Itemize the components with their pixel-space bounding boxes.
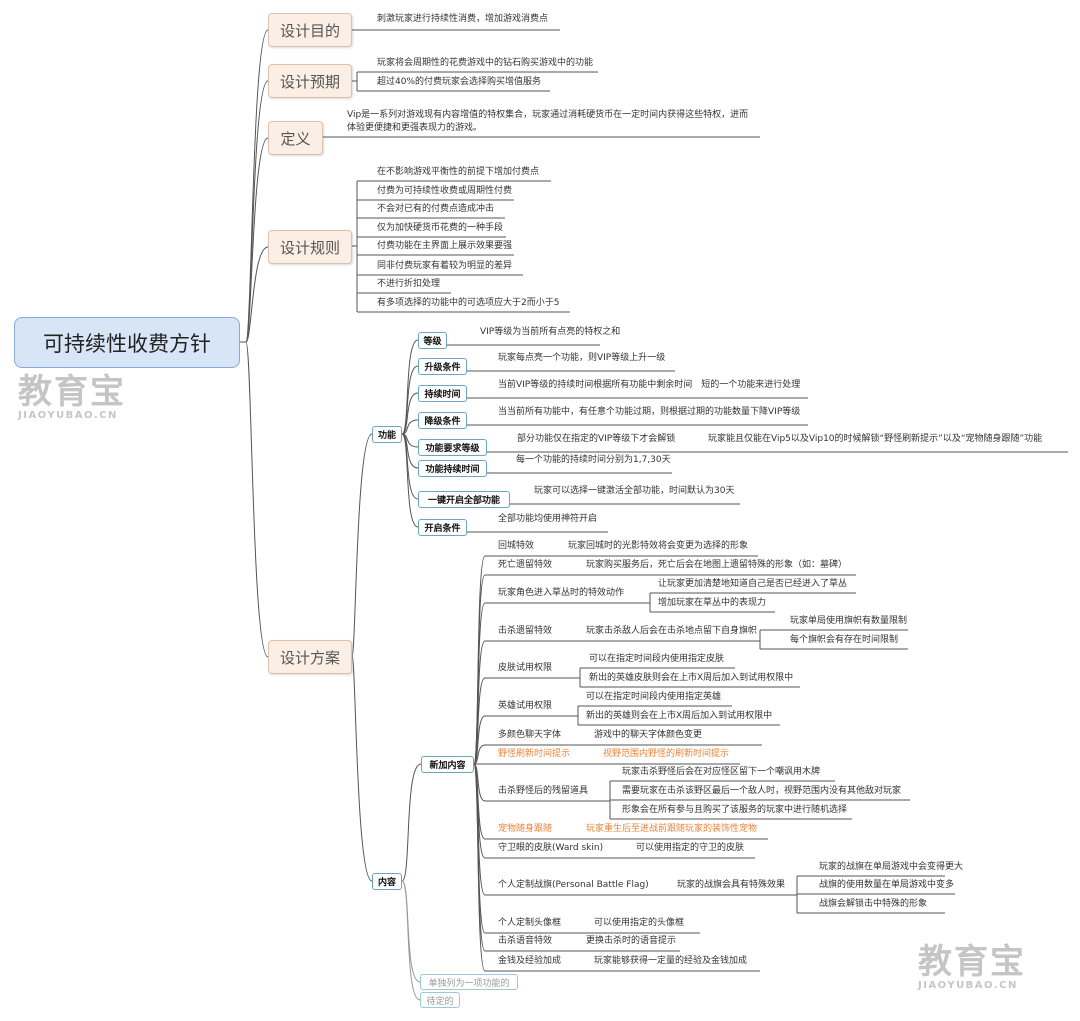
rule-item: 付费为可持续性收费或周期性付费 <box>377 186 513 196</box>
new-item-desc: 视野范围内野怪的刷新时间提示 <box>603 749 730 759</box>
new-item-desc: 玩家重生后至进战前跟随玩家的装饰性宠物 <box>586 824 758 834</box>
new-item-label[interactable]: 宠物随身跟随 <box>498 824 553 834</box>
feature-desc: 当当前所有功能中，有任意个功能过期，则根据过期的功能数量下降VIP等级 <box>498 407 801 417</box>
new-item-label[interactable]: 野怪刷新时间提示 <box>498 749 571 759</box>
feature-node[interactable]: 等级 <box>418 332 447 349</box>
feature-node[interactable]: 功能持续时间 <box>418 460 487 477</box>
new-item-sub: 玩家单局使用旗帜有数量限制 <box>790 616 908 626</box>
new-item-sub: 增加玩家在草丛中的表现力 <box>658 598 767 608</box>
connector-line <box>351 655 373 882</box>
feature-node[interactable]: 功能要求等级 <box>418 439 487 456</box>
feature-desc: 玩家可以选择一键激活全部功能，时间默认为30天 <box>534 486 735 496</box>
branch-definition[interactable]: 定义 <box>268 121 323 155</box>
expectation-item: 超过40%的付费玩家会选择购买增值服务 <box>377 77 542 87</box>
root-topic[interactable]: 可持续性收费方针 <box>14 317 240 368</box>
new-item-sub: 新出的英雄则会在上市X周后加入到试用权限中 <box>586 711 773 721</box>
connector-line <box>245 246 269 343</box>
feature-desc: 全部功能均使用神符开启 <box>498 514 598 524</box>
connector-line <box>401 763 422 882</box>
definition-line: Vip是一系列对游戏现有内容增值的特权集合，玩家通过消耗硬货币在一定时间内获得这… <box>347 110 749 120</box>
feature-desc: 当前VIP等级的持续时间根据所有功能中剩余时间 短的一个功能来进行处理 <box>498 380 801 390</box>
feature-node[interactable]: 升级条件 <box>418 358 467 375</box>
new-content-node[interactable]: 新加内容 <box>421 756 474 773</box>
new-item-sub: 玩家的战旗在单局游戏中会变得更大 <box>819 862 964 872</box>
connector-line <box>401 880 421 983</box>
new-item-sub: 可以在指定时间段内使用指定皮肤 <box>589 654 725 664</box>
new-item-label[interactable]: 玩家角色进入草丛时的特效动作 <box>498 588 625 598</box>
new-item-desc: 更换击杀时的语音提示 <box>586 936 677 946</box>
branch-purpose[interactable]: 设计目的 <box>268 13 352 47</box>
feature-node[interactable]: 开启条件 <box>418 519 467 536</box>
connector-line <box>351 433 373 657</box>
connector-line <box>473 715 486 765</box>
rule-item: 不进行折扣处理 <box>377 279 441 289</box>
new-item-label[interactable]: 金钱及经验加成 <box>498 956 562 966</box>
connector-line <box>401 392 419 435</box>
rule-item: 仅为加快硬货币花费的一种手段 <box>377 223 504 233</box>
feature-desc: 部分功能仅在指定的VIP等级下才会解锁 <box>517 434 676 444</box>
connector-line <box>473 744 486 765</box>
feature-desc: 每一个功能的持续时间分别为1,7,30天 <box>516 455 671 465</box>
branch-rules[interactable]: 设计规则 <box>268 230 352 264</box>
new-item-label[interactable]: 英雄试用权限 <box>498 701 553 711</box>
branch-plan[interactable]: 设计方案 <box>268 640 352 674</box>
content-node[interactable]: 内容 <box>372 873 402 890</box>
new-item-sub: 每个旗帜会有存在时间限制 <box>790 635 899 645</box>
new-item-sub: 新出的英雄皮肤则会在上市X周后加入到试用权限中 <box>589 673 794 683</box>
new-item-label[interactable]: 回城特效 <box>498 541 535 551</box>
new-item-label[interactable]: 死亡遗留特效 <box>498 560 553 570</box>
new-item-desc: 玩家回城时的光影特效将会变更为选择的形象 <box>568 541 749 551</box>
rule-item: 有多项选择的功能中的可选项应大于2而小于5 <box>377 298 560 308</box>
separate-node[interactable]: 单独列为一项功能的 <box>420 974 518 990</box>
connector-line <box>401 880 421 1001</box>
new-item-desc: 玩家击杀敌人后会在击杀地点留下自身旗帜 <box>586 626 758 636</box>
new-item-desc: 玩家购买服务后，死亡后会在地图上遗留特殊的形象（如：墓碑） <box>586 560 848 570</box>
purpose-item: 刺激玩家进行持续性消费，增加游戏消费点 <box>377 14 549 24</box>
new-item-sub: 形象会在所有参与且购买了该服务的玩家中进行随机选择 <box>622 805 848 815</box>
new-item-sub: 需要玩家在击杀该野区最后一个敌人时，视野范围内没有其他敌对玩家 <box>622 786 902 796</box>
features-node[interactable]: 功能 <box>372 426 402 443</box>
new-item-desc: 可以使用指定的头像框 <box>594 918 685 928</box>
feature-note: 玩家能且仅能在Vip5以及Vip10的时候解锁“野怪刷新提示”以及“宠物随身跟随… <box>708 434 1043 444</box>
new-item-label[interactable]: 击杀野怪后的残留道具 <box>498 786 589 796</box>
new-item-sub: 玩家击杀野怪后会在对应怪区留下一个嘲讽用木牌 <box>622 767 821 777</box>
definition-line: 体验更便捷和更强表现力的游戏。 <box>347 123 483 133</box>
feature-desc: VIP等级为当前所有点亮的特权之和 <box>480 327 621 337</box>
rule-item: 付费功能在主界面上展示效果要强 <box>377 241 513 251</box>
new-item-label[interactable]: 守卫眼的皮肤(Ward skin) <box>498 843 604 853</box>
connector-line <box>245 80 269 343</box>
new-item-label[interactable]: 个人定制头像框 <box>498 918 562 928</box>
branch-expectation[interactable]: 设计预期 <box>268 64 352 98</box>
connector-line <box>473 763 486 972</box>
connector-line <box>245 137 269 343</box>
connector-line <box>245 341 269 658</box>
new-item-desc: 可以使用指定的守卫的皮肤 <box>636 843 745 853</box>
rule-item: 在不影响游戏平衡性的前提下增加付费点 <box>377 167 540 177</box>
new-item-desc: 游戏中的聊天字体颜色变更 <box>594 730 703 740</box>
new-item-sub: 可以在指定时间段内使用指定英雄 <box>586 692 722 702</box>
feature-node[interactable]: 降级条件 <box>418 412 467 429</box>
new-item-sub: 战旗的使用数量在单局游戏中变多 <box>819 880 955 890</box>
new-item-sub: 战旗会解锁击中特殊的形象 <box>819 899 928 909</box>
expectation-item: 玩家将会周期性的花费游戏中的钻石购买游戏中的功能 <box>377 58 594 68</box>
feature-node[interactable]: 持续时间 <box>418 385 467 402</box>
new-item-label[interactable]: 个人定制战旗(Personal Battle Flag) <box>498 880 649 890</box>
new-item-label[interactable]: 击杀遗留特效 <box>498 626 553 636</box>
new-item-label[interactable]: 皮肤试用权限 <box>498 663 553 673</box>
rule-item: 不会对已有的付费点造成冲击 <box>377 204 495 214</box>
new-item-label[interactable]: 多颜色聊天字体 <box>498 730 562 740</box>
new-item-sub: 让玩家更加清楚地知道自己是否已经进入了草丛 <box>658 579 848 589</box>
new-item-label[interactable]: 击杀语音特效 <box>498 936 553 946</box>
new-item-desc: 玩家的战旗会具有特殊效果 <box>677 880 786 890</box>
connector-line <box>401 419 419 435</box>
connector-line <box>401 433 419 528</box>
pending-node[interactable]: 待定的 <box>420 992 460 1008</box>
feature-desc: 玩家每点亮一个功能，则VIP等级上升一级 <box>498 353 666 363</box>
connector-line <box>473 555 486 765</box>
new-item-desc: 玩家能够获得一定量的经验及金钱加成 <box>594 956 748 966</box>
rule-item: 同非付费玩家有着较为明显的差异 <box>377 261 513 271</box>
feature-node[interactable]: 一键开启全部功能 <box>418 491 510 508</box>
